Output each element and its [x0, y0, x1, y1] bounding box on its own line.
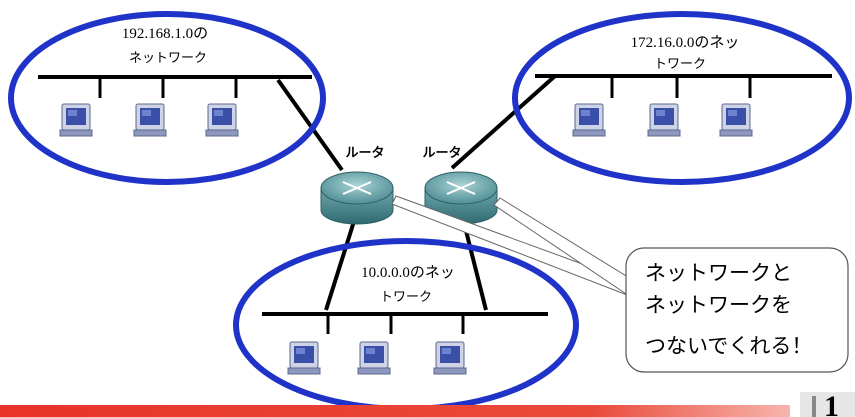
- network-suffix-label: ネットワーク: [129, 51, 207, 66]
- footer-tab-divider: [812, 396, 816, 417]
- network-address-label: 10.0.0.0のネッ: [361, 264, 455, 281]
- router-arrows-icon: [446, 181, 476, 195]
- footer-page-tab: [800, 392, 855, 417]
- computer-icon: [572, 103, 606, 137]
- network-address-label: 172.16.0.0のネッ: [631, 34, 740, 51]
- link-router-left-to-bottom-net: [324, 214, 358, 311]
- computer-icon: [133, 103, 167, 137]
- computer-icon: [719, 103, 753, 137]
- footer-red-bar: [0, 405, 790, 417]
- footer: 1: [0, 390, 855, 417]
- callout-line-2: ネットワークを: [645, 293, 792, 317]
- callout-line-1: ネットワークと: [645, 261, 792, 285]
- network-ellipse-right: [512, 11, 852, 185]
- callout-line-3: つないでくれる！: [645, 334, 812, 358]
- network-172-16-0-0: 172.16.0.0のネッ トワーク: [512, 11, 852, 185]
- link-right-net-to-router: [450, 74, 557, 170]
- callout-box: [625, 247, 849, 373]
- router-left: [320, 171, 394, 225]
- computer-icon: [433, 341, 467, 375]
- router-right-label: ルータ: [422, 146, 461, 161]
- page-number: 1: [824, 390, 839, 417]
- computer-icon: [59, 103, 93, 137]
- network-ellipse-left: [8, 11, 326, 185]
- network-address-label: 192.168.1.0の: [122, 26, 208, 42]
- router-left-label: ルータ: [345, 146, 384, 161]
- callout: ネットワークと ネットワークを つないでくれる！: [391, 195, 849, 373]
- computer-icon: [205, 103, 239, 137]
- network-192-168-1-0: 192.168.1.0の ネットワーク: [8, 11, 326, 185]
- network-suffix-label: トワーク: [380, 290, 432, 305]
- router-arrows-icon: [342, 181, 372, 195]
- network-suffix-label: トワーク: [654, 57, 706, 72]
- network-10-0-0-0: 10.0.0.0のネッ トワーク: [233, 238, 579, 412]
- link-left-net-to-router: [276, 78, 344, 172]
- computer-icon: [357, 341, 391, 375]
- computer-icon: [647, 103, 681, 137]
- computer-icon: [287, 341, 321, 375]
